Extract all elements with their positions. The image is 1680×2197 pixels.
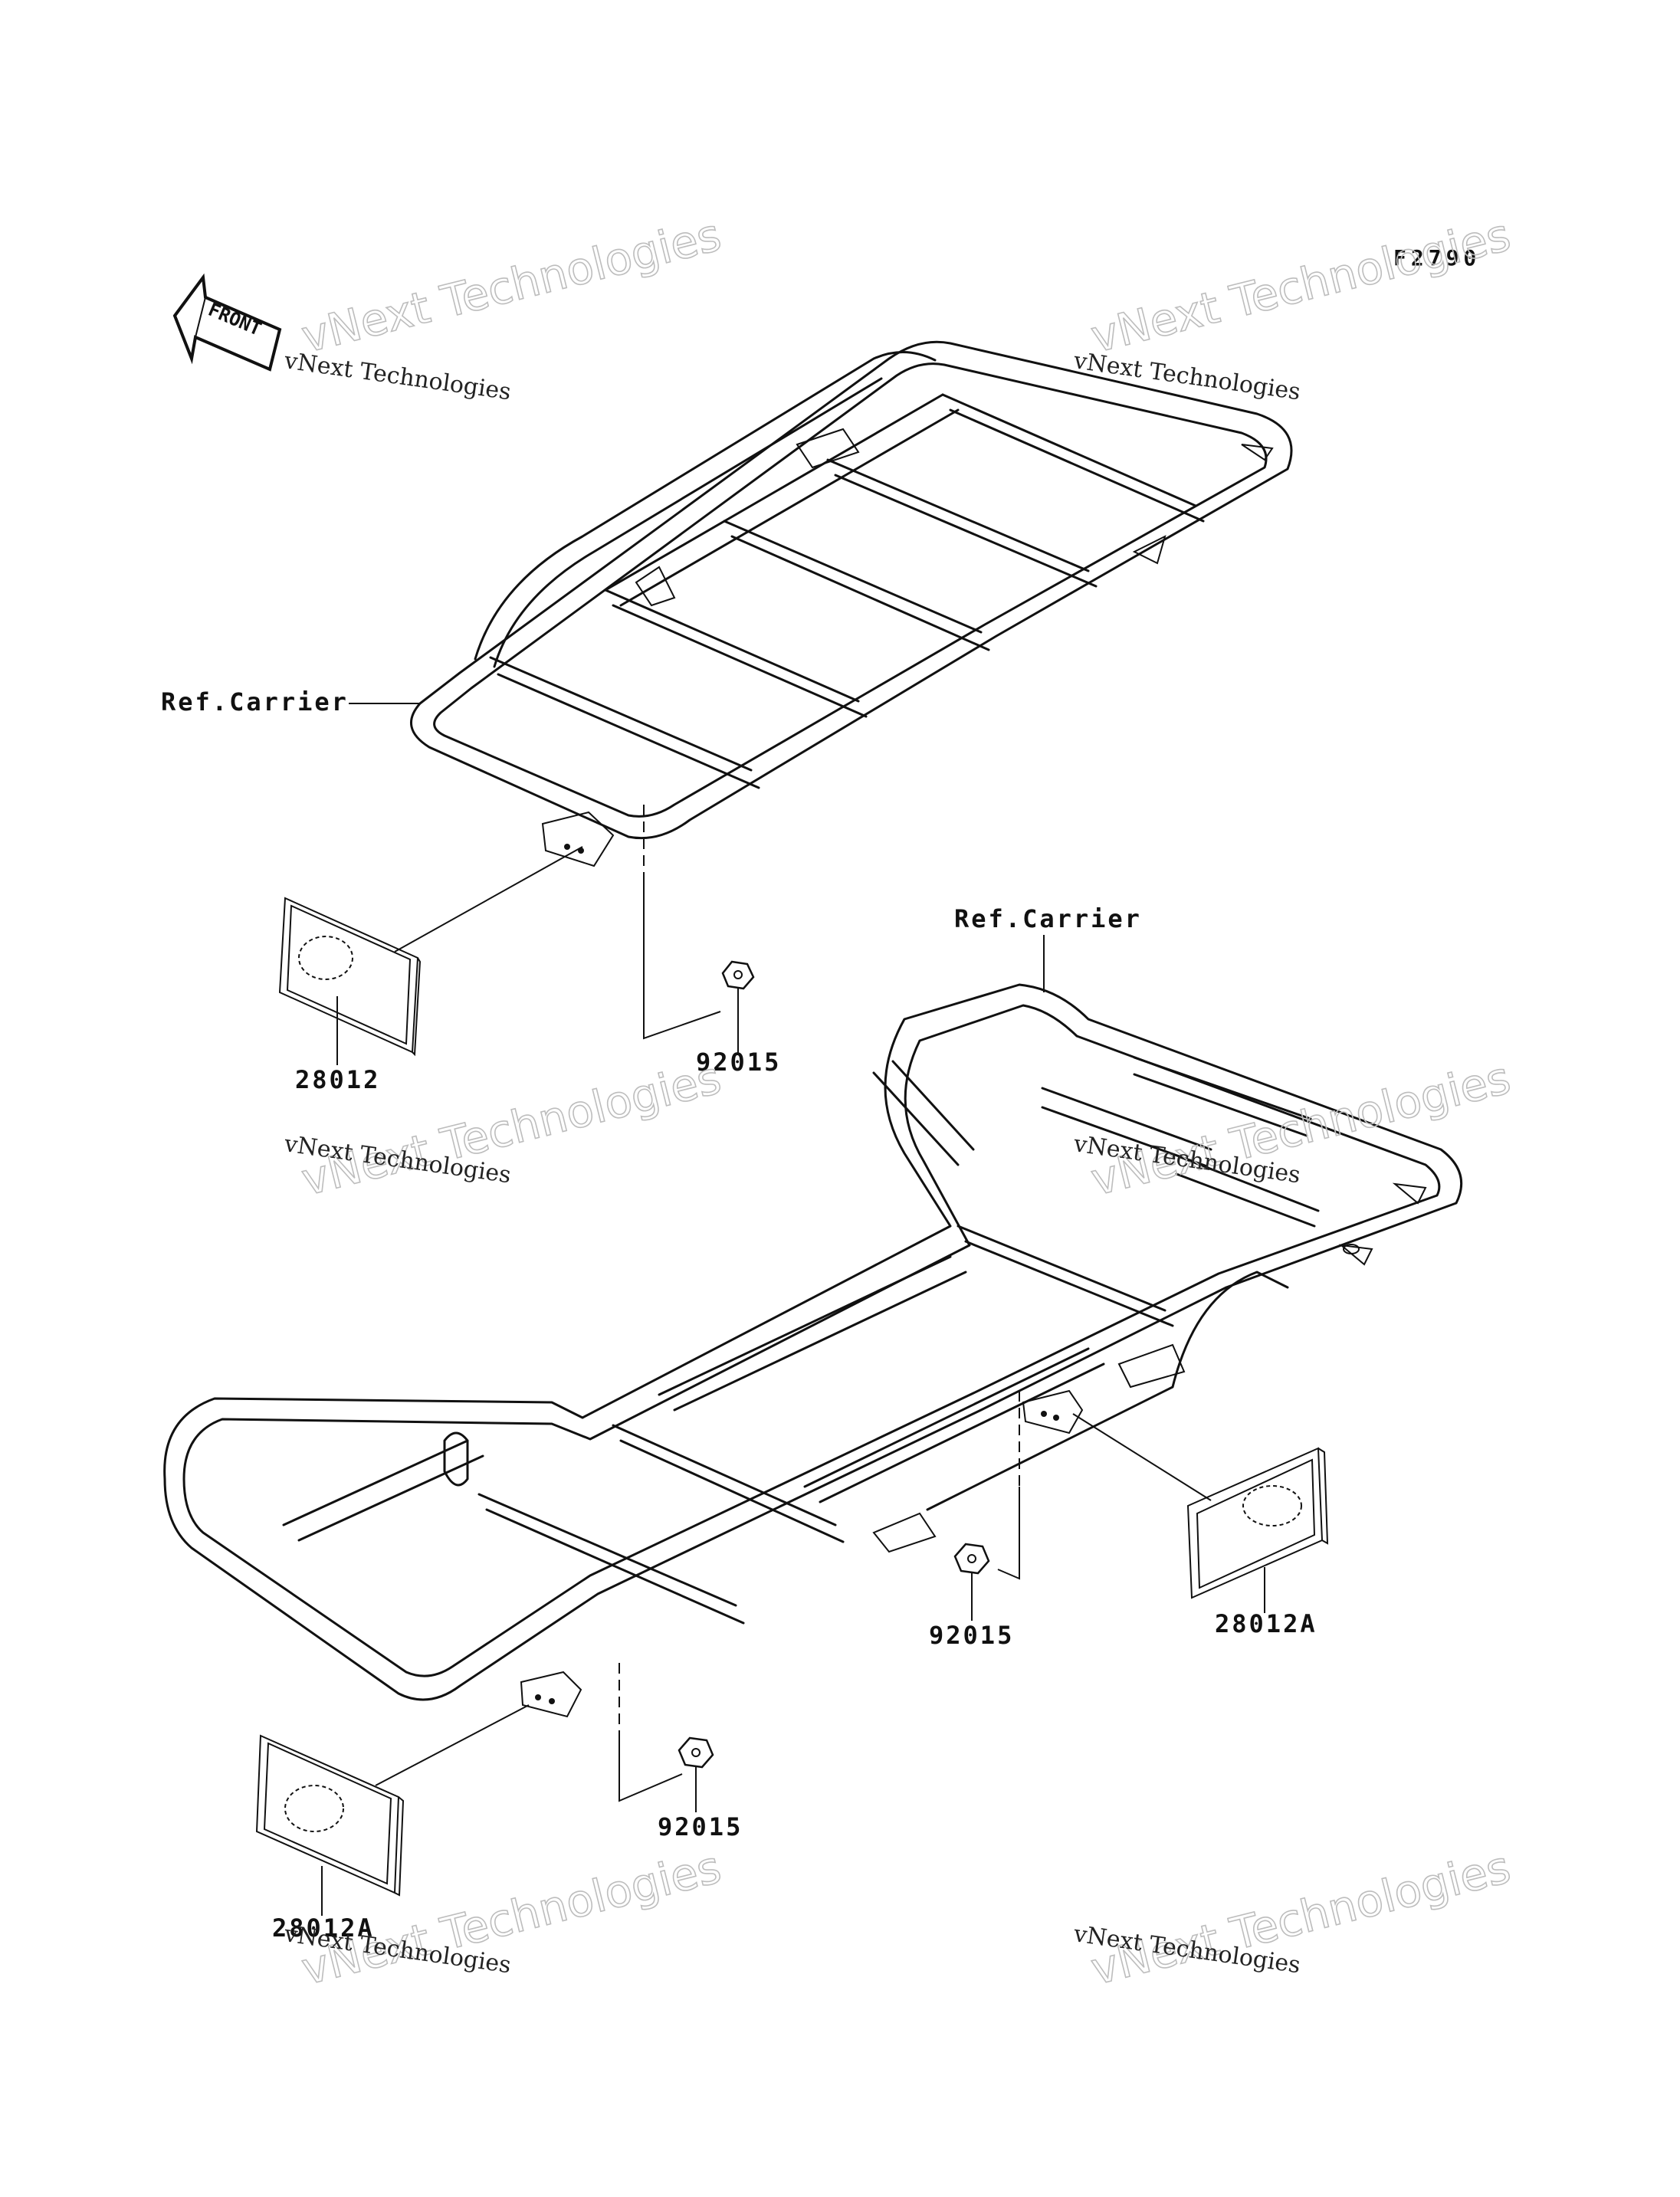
reflector-28012A-right-illustration <box>1072 1413 1329 1613</box>
svg-text:vNext Technologies: vNext Technologies <box>282 347 513 405</box>
nut-92015-rear-left-icon <box>678 1736 714 1812</box>
watermark-top-right: vNext Technologies vNext Technologies <box>1071 208 1516 405</box>
label-part-28012A-right: 28012A <box>1215 1609 1317 1638</box>
label-ref-carrier-front: Ref.Carrier <box>161 687 349 716</box>
svg-text:vNext Technologies: vNext Technologies <box>1086 208 1515 363</box>
label-part-92015-front: 92015 <box>696 1048 781 1077</box>
svg-text:vNext Technologies: vNext Technologies <box>297 208 726 363</box>
label-ref-carrier-rear: Ref.Carrier <box>954 904 1142 933</box>
rear-carrier-illustration <box>163 983 1463 1802</box>
label-part-28012A-left: 28012A <box>272 1913 375 1943</box>
watermark-top-left: vNext Technologies vNext Technologies <box>282 208 727 405</box>
front-arrow-icon: FRONT <box>172 273 282 372</box>
svg-text:vNext Technologies: vNext Technologies <box>1086 1841 1515 1995</box>
label-part-92015-rear-center: 92015 <box>929 1621 1014 1650</box>
label-part-28012: 28012 <box>295 1065 380 1094</box>
nut-92015-front-icon <box>721 960 755 1054</box>
reflector-28012A-left-illustration <box>255 1704 530 1916</box>
figure-code: F2790 <box>1393 245 1481 271</box>
front-carrier-illustration <box>410 340 1293 1040</box>
reflector-28012-illustration <box>278 846 583 1065</box>
nut-92015-rear-center-icon <box>953 1543 990 1621</box>
watermark-bottom-right: vNext Technologies vNext Technologies <box>1071 1840 1516 1995</box>
label-part-92015-rear-left: 92015 <box>658 1812 743 1841</box>
